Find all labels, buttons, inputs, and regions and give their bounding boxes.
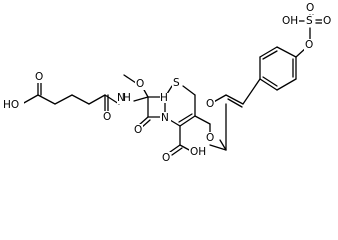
- bond: [227, 98, 243, 108]
- bond: [21, 94, 39, 105]
- atom-label-o: O: [305, 39, 313, 51]
- atom-label-o: O: [206, 98, 214, 110]
- atom-label-s: S: [173, 77, 180, 89]
- bond: [133, 96, 149, 102]
- atom-label-h: H: [160, 92, 168, 104]
- bond: [104, 94, 120, 105]
- bond: [178, 113, 193, 123]
- bond: [123, 74, 137, 84]
- bond: [259, 46, 278, 58]
- bond: [276, 78, 297, 91]
- atom-label-h: H: [123, 92, 131, 104]
- atom-label-o: O: [206, 132, 214, 144]
- bond: [276, 46, 297, 58]
- atom-label-o: O: [134, 124, 142, 136]
- bond: [179, 115, 196, 127]
- atom-label-o: O: [323, 15, 331, 27]
- atom-label-o: O: [162, 152, 170, 164]
- bond: [262, 76, 278, 87]
- atom-label-s: S: [306, 15, 313, 27]
- atom-label-ho: HO: [3, 99, 19, 111]
- atom-label-o: O: [136, 78, 144, 90]
- bond: [88, 94, 106, 105]
- atom-label-n: N: [117, 92, 125, 104]
- bond: [171, 147, 183, 156]
- bond: [138, 116, 149, 126]
- bond: [209, 144, 227, 151]
- bond: [259, 78, 278, 91]
- atom-label-n: N: [161, 112, 169, 124]
- bond: [54, 94, 73, 105]
- bond: [194, 115, 211, 125]
- bond: [262, 50, 278, 60]
- bond: [242, 78, 261, 105]
- atom-label-oh: OH: [282, 15, 298, 27]
- chemical-structure: HO O O N H O S H N O O O O OH O S O: [2, 2, 332, 164]
- atom-label-oh: OH: [190, 146, 206, 158]
- bond: [169, 119, 181, 127]
- bond: [182, 85, 196, 96]
- atom-labels: HO O O N H O S H N O O O O OH O S O: [2, 2, 332, 164]
- bond: [37, 94, 56, 105]
- atom-label-o: O: [35, 71, 43, 83]
- structure-canvas: HO O O N H O S H N O O O O OH O S O: [2, 2, 332, 164]
- bond: [225, 94, 244, 105]
- bond: [219, 139, 227, 151]
- atom-label-o: O: [103, 111, 111, 123]
- bond: [71, 94, 90, 105]
- bond: [169, 144, 181, 153]
- atom-label-o: O: [306, 2, 314, 14]
